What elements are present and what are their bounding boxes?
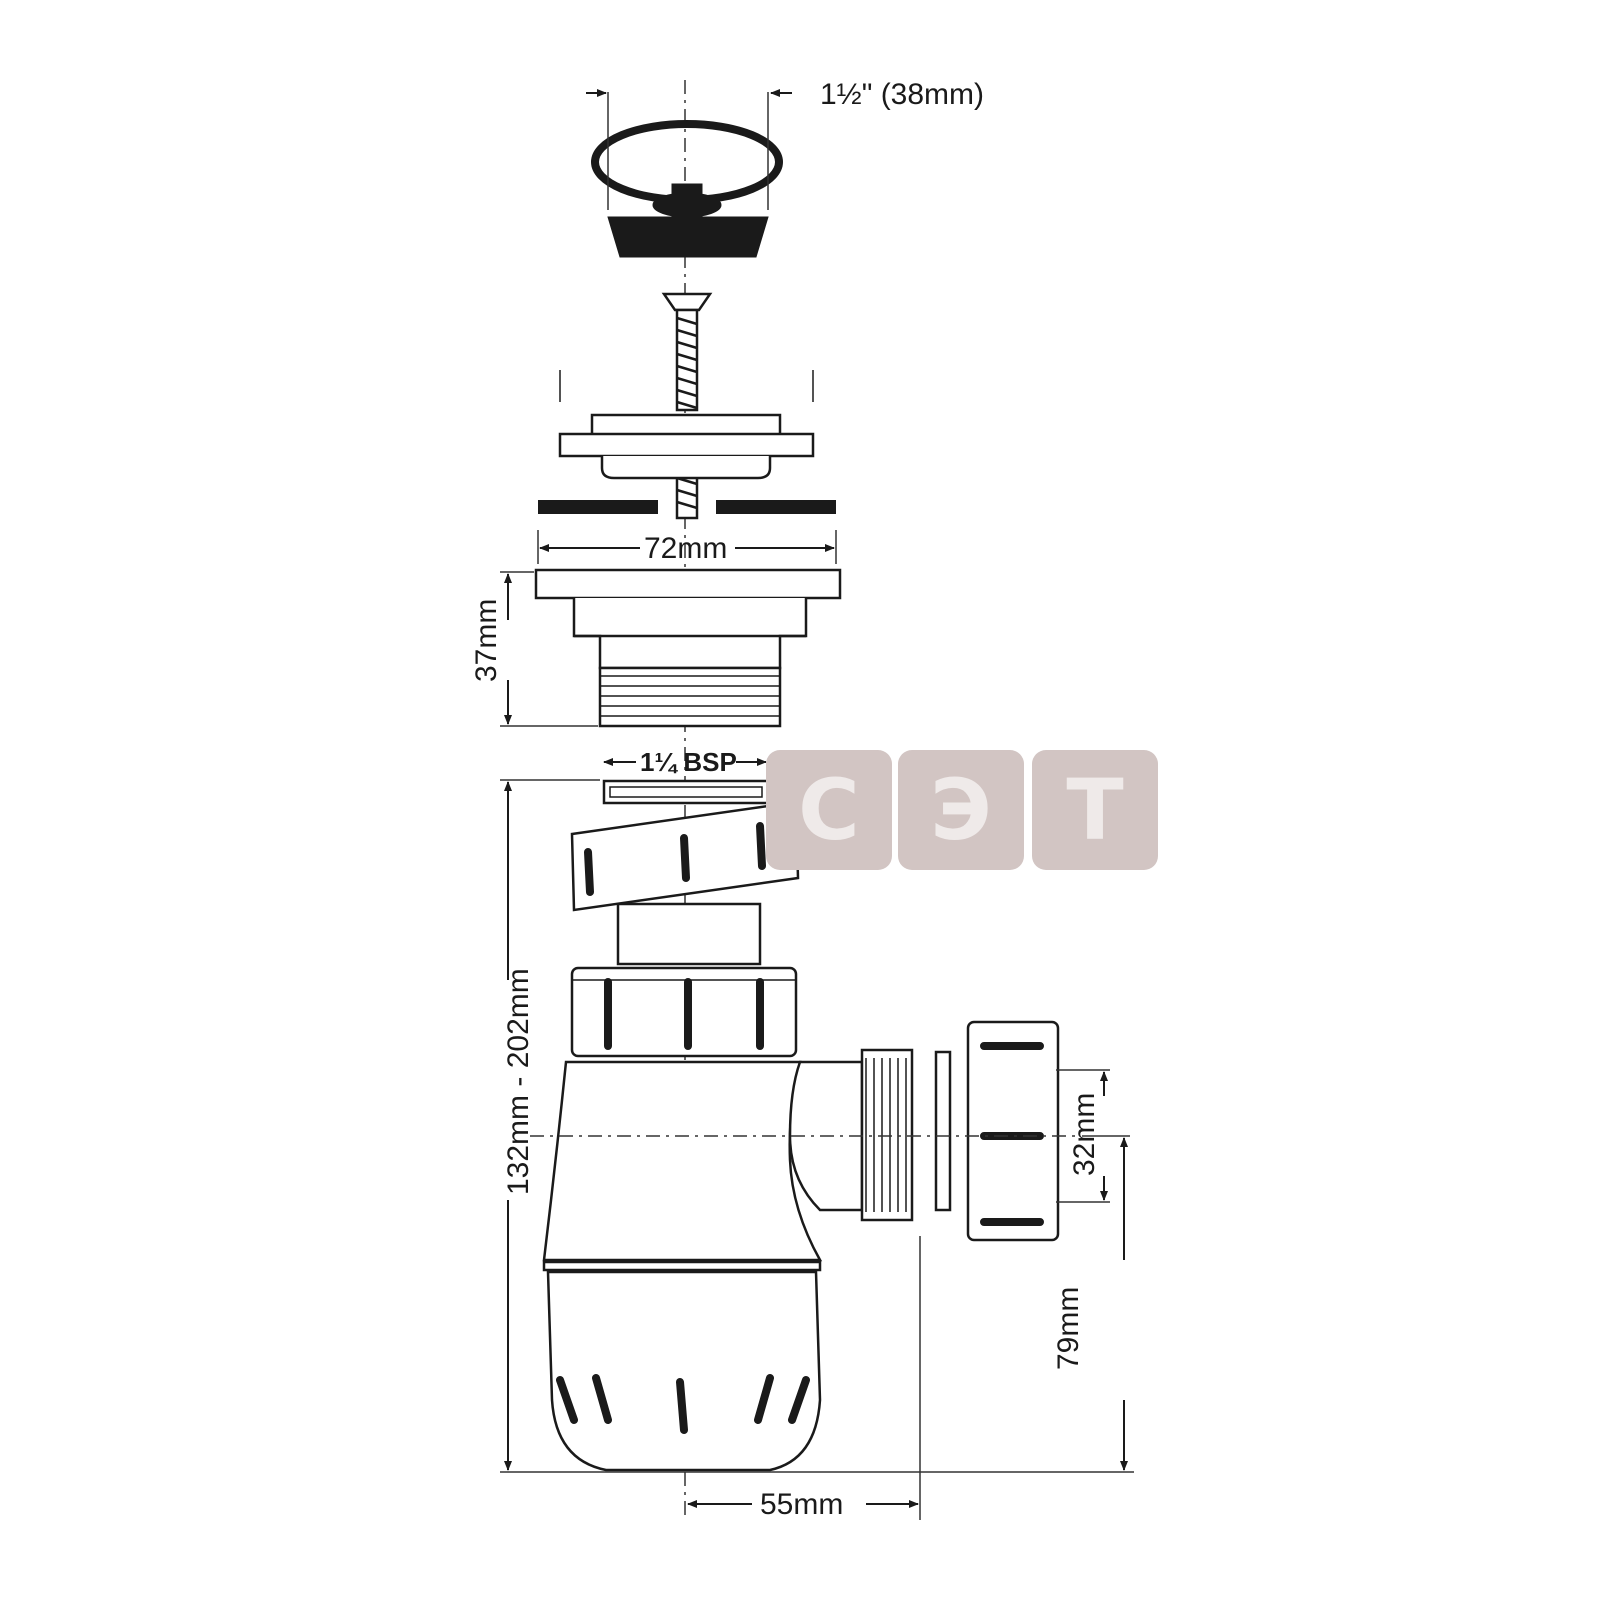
waste-height-label: 37mm — [470, 599, 503, 682]
trap-inlet-nut — [570, 779, 800, 966]
strainer-body — [558, 370, 815, 480]
trap-body-nut — [570, 966, 798, 1058]
screw — [661, 292, 713, 520]
stopper-width-label: 1½" (38mm) — [820, 78, 984, 111]
watermark-letter-2: Э — [898, 750, 1024, 870]
thread-size-label: 1¼ BSP — [640, 747, 737, 777]
outlet-size-label: 32mm — [1068, 1093, 1101, 1176]
stopper-plug — [591, 120, 783, 258]
side-outlet — [788, 1020, 1060, 1242]
trap-height-label: 132mm - 202mm — [502, 968, 535, 1195]
flange-width-label: 72mm — [644, 532, 727, 565]
outlet-offset-label: 55mm — [760, 1488, 843, 1521]
waste-outlet — [534, 568, 842, 728]
rubber-washer-left — [538, 500, 658, 514]
outlet-height-label: 79mm — [1052, 1287, 1085, 1370]
watermark-letter-3: Т — [1032, 750, 1158, 870]
rubber-washer-right — [716, 500, 836, 514]
trap-bottle — [542, 1060, 823, 1472]
watermark-letter-1: С — [766, 750, 892, 870]
